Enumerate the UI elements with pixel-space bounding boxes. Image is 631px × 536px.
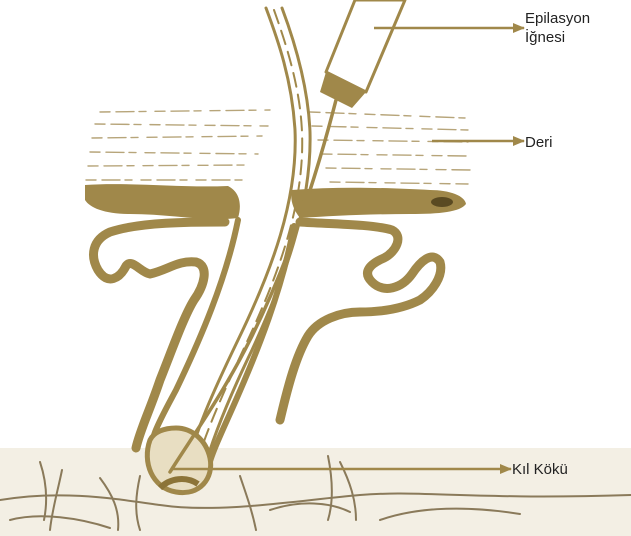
needle-label-line2: İğnesi: [525, 28, 590, 47]
dermis-band: [85, 184, 466, 219]
skin-label: Deri: [525, 133, 553, 152]
dermis-papillae: [94, 222, 441, 448]
needle-label: Epilasyon İğnesi: [525, 9, 590, 47]
needle-label-line1: Epilasyon: [525, 10, 590, 27]
hair-root-label: Kıl Kökü: [512, 460, 568, 479]
skin-layer-lines: [86, 110, 470, 184]
